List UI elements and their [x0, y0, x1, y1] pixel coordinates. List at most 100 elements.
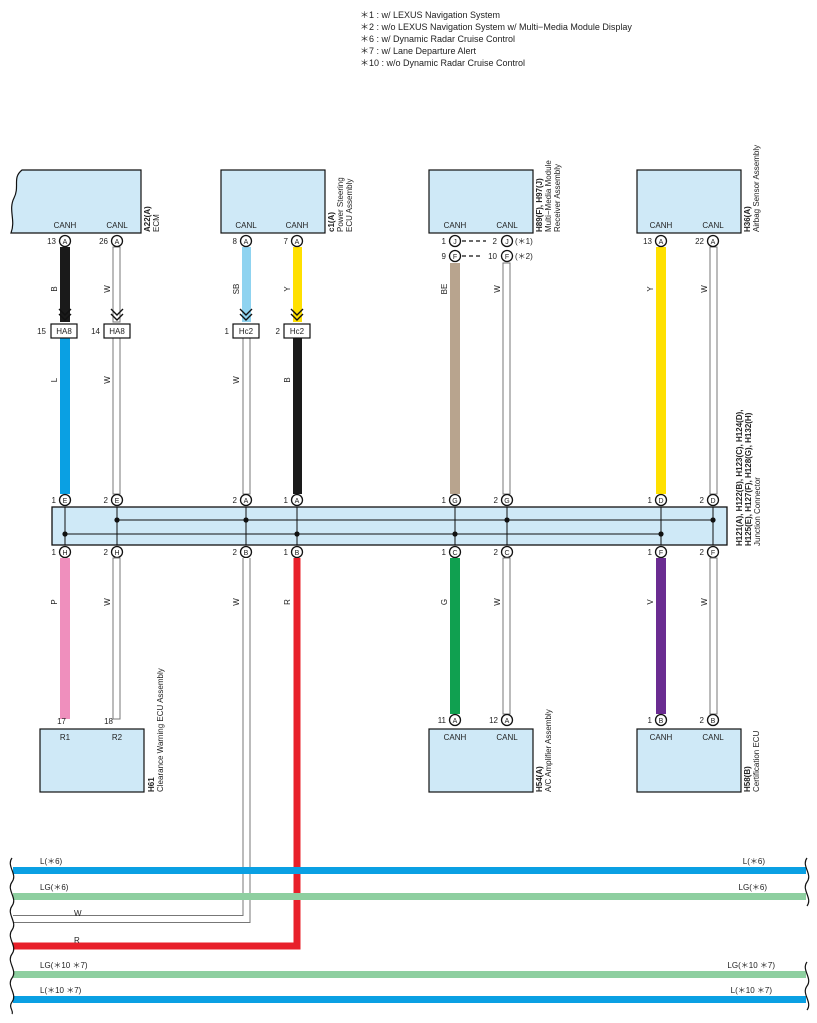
- ha8-label: HA8: [109, 327, 125, 336]
- svg-text:2: 2: [494, 548, 499, 557]
- steering-name-1: Power Steering: [336, 177, 345, 232]
- svg-text:D: D: [710, 498, 715, 505]
- junction-name: Junction Connector: [753, 477, 762, 546]
- ha8-pin-number: 14: [91, 327, 100, 336]
- cut-marks: [9, 857, 810, 1015]
- svg-text:A: A: [244, 239, 249, 246]
- mmm-pin-canh-label: CANH: [444, 221, 467, 230]
- svg-text:G: G: [504, 498, 509, 505]
- wire-lg-6: [13, 893, 806, 900]
- ha8-label: HA8: [56, 327, 72, 336]
- svg-text:1: 1: [284, 548, 289, 557]
- svg-text:LG(＊6): LG(＊6): [739, 883, 768, 892]
- svg-text:H61: H61: [147, 777, 156, 792]
- svg-text:P: P: [50, 599, 59, 604]
- wire-l-6: [13, 867, 806, 874]
- steering-pin-canl-label: CANL: [235, 221, 257, 230]
- svg-text:C: C: [452, 550, 457, 557]
- wire-airbag-canh: [656, 247, 666, 494]
- clearance-warning-ecu-box: R1 R2 17 18 H61 Clearance Warning ECU As…: [39, 668, 165, 793]
- svg-text:L(＊10 ＊7): L(＊10 ＊7): [731, 986, 773, 995]
- svg-text:Y: Y: [283, 286, 292, 292]
- svg-text:12: 12: [489, 716, 498, 725]
- bottom-bus-wires: [13, 867, 806, 1003]
- svg-text:W: W: [493, 285, 502, 293]
- legend-item: ＊6 : w/ Dynamic Radar Cruise Control: [360, 34, 516, 44]
- svg-text:H58(B): H58(B): [743, 766, 752, 792]
- svg-text:E: E: [63, 498, 68, 505]
- svg-text:A: A: [115, 239, 120, 246]
- svg-text:BE: BE: [440, 284, 449, 295]
- ac-amplifier-box: CANH CANL A 11 A 12 H54(A) A/C Amplifier…: [428, 709, 553, 793]
- svg-text:10: 10: [488, 252, 497, 261]
- hc2-label: Hc2: [239, 327, 254, 336]
- svg-text:Y: Y: [646, 286, 655, 292]
- svg-text:H: H: [62, 550, 67, 557]
- mmm-name-2: Receiver Assembly: [553, 164, 562, 232]
- ecm-name: ECM: [152, 214, 161, 232]
- svg-text:G: G: [452, 498, 457, 505]
- svg-text:2: 2: [233, 548, 238, 557]
- legend-item: ＊2 : w/o LEXUS Navigation System w/ Mult…: [360, 22, 632, 32]
- svg-text:F: F: [659, 550, 663, 557]
- bottom-wire-labels: L(＊6) L(＊6) LG(＊6) LG(＊6) W R LG(＊10 ＊7)…: [40, 857, 775, 995]
- svg-text:1: 1: [648, 496, 653, 505]
- svg-text:B: B: [295, 550, 300, 557]
- mmm-pin-canl-label: CANL: [496, 221, 518, 230]
- svg-text:A: A: [659, 239, 664, 246]
- wire-ha8-canl: [112, 337, 121, 495]
- power-steering-ecu-box: CANL CANH c1(A) Power Steering ECU Assem…: [220, 169, 354, 234]
- multimedia-module-box: CANH CANL H89(F), H97(J) Multi−Media Mod…: [428, 160, 562, 234]
- ecm-pin-canl-label: CANL: [106, 221, 128, 230]
- svg-text:B: B: [711, 718, 716, 725]
- svg-text:LG(＊10 ＊7): LG(＊10 ＊7): [727, 961, 775, 970]
- wire-clearance-r1: [60, 558, 70, 719]
- ecm-pin-canh-label: CANH: [54, 221, 77, 230]
- wire-ecm-canl: [112, 246, 121, 323]
- wire-steering-canl: [242, 247, 251, 322]
- wire-ha8-canh: [60, 338, 70, 494]
- wire-cert-canh: [656, 558, 666, 714]
- svg-text:R1: R1: [60, 733, 71, 742]
- lower-wire-color-labels: P W W R G W V W: [50, 598, 709, 606]
- legend-item: ＊7 : w/ Lane Departure Alert: [360, 46, 477, 56]
- svg-text:2: 2: [104, 496, 109, 505]
- svg-text:1: 1: [442, 548, 447, 557]
- connector-chevrons: [58, 308, 304, 321]
- airbag-pin-canh-label: CANH: [650, 221, 673, 230]
- svg-text:V: V: [646, 599, 655, 605]
- ecm-box: CANH CANL A22(A) ECM: [10, 169, 161, 234]
- svg-text:R2: R2: [112, 733, 123, 742]
- wire-r: [13, 558, 301, 950]
- svg-text:1: 1: [648, 548, 653, 557]
- svg-text:2: 2: [494, 496, 499, 505]
- svg-text:E: E: [115, 498, 120, 505]
- svg-text:(＊2): (＊2): [515, 252, 533, 261]
- svg-text:F: F: [711, 550, 715, 557]
- svg-text:W: W: [232, 376, 241, 384]
- svg-text:1: 1: [442, 237, 447, 246]
- svg-text:L(＊6): L(＊6): [743, 857, 766, 866]
- airbag-sensor-box: CANH CANL H36(A) Airbag Sensor Assembly: [636, 145, 761, 234]
- wire-w: [13, 558, 250, 922]
- certification-ecu-box: CANH CANL B 1 B 2 H58(B) Certification E…: [636, 713, 761, 793]
- legend-item: ＊1 : w/ LEXUS Navigation System: [360, 10, 501, 20]
- svg-text:LG(＊10 ＊7): LG(＊10 ＊7): [40, 961, 88, 970]
- wire-cert-canl: [709, 557, 718, 715]
- svg-text:1: 1: [52, 496, 57, 505]
- svg-text:18: 18: [104, 717, 113, 726]
- svg-text:W: W: [700, 285, 709, 293]
- junction-connector: H121(A), H122(B), H123(C), H124(D), H125…: [51, 410, 762, 546]
- svg-text:W: W: [103, 598, 112, 606]
- svg-text:22: 22: [695, 237, 704, 246]
- ecm-code: A22(A): [143, 206, 152, 232]
- svg-text:2: 2: [700, 548, 705, 557]
- mmm-name-1: Multi−Media Module: [544, 160, 553, 232]
- svg-text:1: 1: [52, 548, 57, 557]
- junction-pins: E1 E2 A2 A1 G1 G2 D1 D2 H1 H2 B2 B1 C1 C…: [52, 493, 720, 559]
- svg-text:(＊1): (＊1): [515, 237, 533, 246]
- svg-text:B: B: [283, 377, 292, 382]
- svg-text:R: R: [74, 936, 80, 945]
- legend-item: ＊10 : w/o Dynamic Radar Cruise Control: [360, 58, 526, 68]
